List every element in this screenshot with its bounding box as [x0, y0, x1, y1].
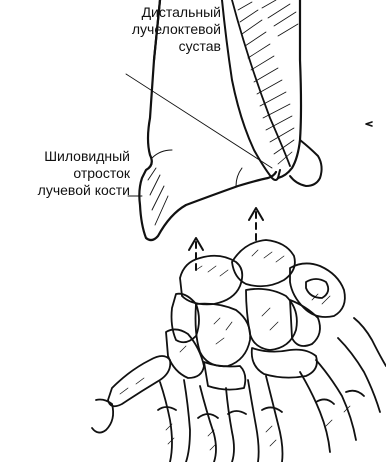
- joint-label-line-2: лучелоктевой: [110, 21, 221, 38]
- styloid-label-line-2: отросток: [0, 165, 130, 182]
- metacarpal-bones: [92, 318, 386, 462]
- joint-label-line-3: сустав: [110, 38, 221, 55]
- distal-radioulnar-joint-label: Дистальный лучелоктевой сустав: [110, 4, 221, 55]
- styloid-label-line-1: Шиловидный: [0, 148, 130, 165]
- leader-line-joint: [126, 74, 272, 168]
- ulna-bone: [222, 0, 322, 186]
- small-arrow: [366, 122, 372, 126]
- radial-styloid-process-label: Шиловидный отросток лучевой кости: [0, 148, 130, 199]
- carpal-bones: [166, 240, 345, 390]
- styloid-label-line-3: лучевой кости: [0, 182, 130, 199]
- direction-arrows: [189, 208, 263, 274]
- joint-label-line-1: Дистальный: [110, 4, 221, 21]
